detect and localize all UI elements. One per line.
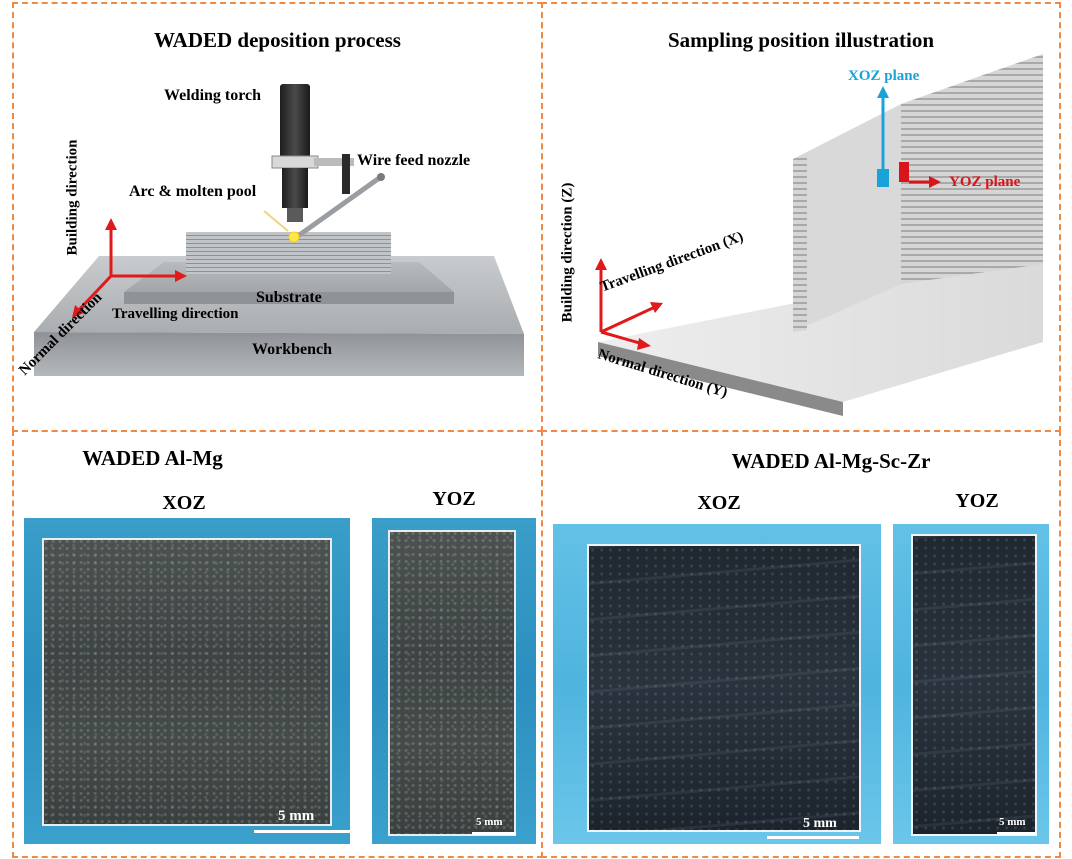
workbench-label: Workbench [252, 341, 333, 358]
al-mg-sc-zr-xoz-sample [587, 544, 861, 832]
al-mg-yoz-sample [388, 530, 516, 836]
torch-clamp [271, 155, 319, 169]
normal-direction-arrow [75, 274, 113, 314]
yoz-plane-label: YOZ plane [949, 174, 1021, 190]
workbench-front [34, 332, 524, 376]
wall-side [793, 104, 901, 332]
al-mg-yoz-photo: 5 mm [372, 518, 536, 844]
xoz-sample-marker [877, 169, 889, 187]
al-mg-yoz-scalebar [472, 832, 516, 835]
wire-feed-nozzle-label: Wire feed nozzle [357, 152, 471, 169]
torch-body [280, 84, 310, 162]
wall-top-layers [901, 54, 1043, 284]
al-mg-xoz-photo: 5 mm [24, 518, 350, 844]
al-mg-sc-zr-yoz-label: YOZ [955, 490, 999, 512]
al-mg-sc-zr-yoz-sample [911, 534, 1037, 836]
al-mg-xoz-scalebar [254, 830, 350, 833]
wire-feed-nozzle [296, 173, 384, 239]
al-mg-yoz-scale-label: 5 mm [476, 816, 503, 828]
al-mg-sc-zr-xoz-scalebar [767, 836, 859, 839]
yoz-sample-marker [899, 162, 909, 182]
al-mg-title: WADED Al-Mg [82, 446, 223, 470]
al-mg-panel: WADED Al-Mg XOZ YOZ 5 mm 5 mm [12, 430, 543, 858]
arc-molten-pool-label: Arc & molten pool [129, 183, 257, 200]
substrate-label: Substrate [256, 289, 322, 306]
deposited-wall [186, 232, 391, 274]
al-mg-sc-zr-xoz-photo: 5 mm [553, 524, 881, 844]
base-plate-front [598, 342, 843, 416]
al-mg-sc-zr-yoz-scalebar [997, 832, 1037, 835]
wall-end [793, 154, 807, 332]
building-direction-z-label: Building direction (Z) [559, 182, 576, 323]
arc-molten-pool [288, 231, 300, 243]
deposition-illustration [34, 84, 524, 376]
building-direction-label: Building direction [64, 139, 81, 256]
al-mg-xoz-sample [42, 538, 332, 826]
x-axis-arrow [600, 305, 656, 334]
al-mg-sc-zr-xoz-scale-label: 5 mm [803, 816, 837, 831]
deposition-process-title: WADED deposition process [154, 28, 401, 52]
travelling-direction-label: Travelling direction [112, 306, 239, 322]
sampling-illustration [595, 54, 1043, 416]
sampling-position-title: Sampling position illustration [667, 28, 935, 52]
al-mg-sc-zr-title: WADED Al-Mg-Sc-Zr [731, 449, 931, 473]
base-plate-top [598, 254, 1043, 402]
al-mg-sc-zr-panel: WADED Al-Mg-Sc-Zr XOZ YOZ 5 mm 5 mm [541, 430, 1061, 858]
welding-torch-label: Welding torch [164, 87, 262, 104]
xoz-plane-label: XOZ plane [848, 68, 920, 84]
y-axis-arrow [600, 330, 644, 346]
al-mg-sc-zr-yoz-scale-label: 5 mm [999, 816, 1026, 828]
deposition-process-panel: WADED deposition process [12, 2, 543, 432]
substrate-front [124, 292, 454, 304]
sampling-position-panel: Sampling position illustration [541, 2, 1061, 432]
al-mg-xoz-label: XOZ [162, 492, 206, 514]
al-mg-sc-zr-xoz-label: XOZ [697, 492, 741, 514]
al-mg-xoz-scale-label: 5 mm [278, 808, 315, 824]
al-mg-sc-zr-yoz-photo: 5 mm [893, 524, 1049, 844]
al-mg-yoz-label: YOZ [432, 488, 476, 510]
